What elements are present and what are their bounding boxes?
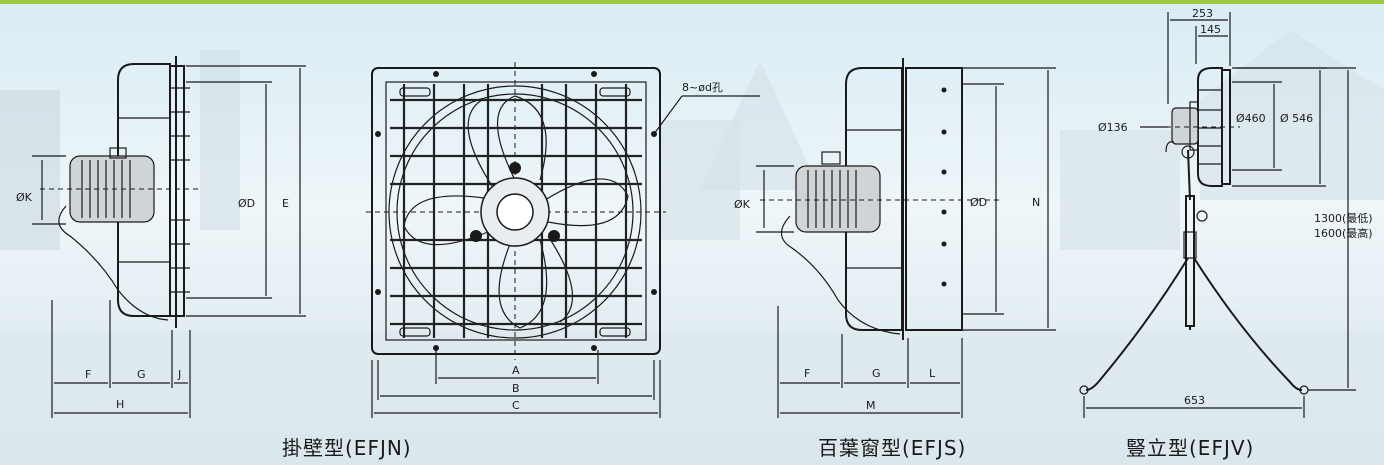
louver-fan-body bbox=[760, 58, 1000, 340]
louver-label-M: M bbox=[866, 399, 876, 412]
wall-label-G: G bbox=[137, 368, 146, 381]
front-label-C: C bbox=[512, 399, 520, 412]
wall-label-J: J bbox=[177, 368, 181, 381]
stand-label-136: Ø136 bbox=[1098, 121, 1128, 134]
front-frame bbox=[366, 62, 666, 360]
wall-fan-body bbox=[40, 56, 200, 328]
stand-label-546: Ø 546 bbox=[1280, 112, 1313, 125]
front-grille bbox=[390, 84, 642, 338]
wall-dimensions bbox=[32, 65, 306, 418]
accent-top-line bbox=[0, 0, 1384, 4]
front-label-B: B bbox=[512, 382, 520, 395]
louver-label-K: ØK bbox=[734, 198, 751, 211]
wall-label-E: E bbox=[282, 197, 289, 210]
stand-fan bbox=[1079, 67, 1309, 395]
stand-label-460: Ø460 bbox=[1236, 112, 1266, 125]
stand-label-653: 653 bbox=[1184, 394, 1205, 407]
wall-label-F: F bbox=[85, 368, 91, 381]
wall-label-K: ØK bbox=[16, 191, 33, 204]
louver-label-L: L bbox=[929, 367, 936, 380]
louver-label-F: F bbox=[804, 367, 810, 380]
caption-louver-type: 百葉窗型(EFJS) bbox=[818, 436, 966, 460]
stand-label-1600: 1600(最高) bbox=[1314, 226, 1373, 240]
front-mount-slots bbox=[375, 71, 657, 351]
front-label-holes: 8~ød孔 bbox=[682, 81, 723, 94]
louver-label-D: ØD bbox=[970, 196, 987, 209]
louver-label-N: N bbox=[1032, 196, 1040, 209]
front-dimensions bbox=[371, 95, 760, 418]
caption-wall-type: 掛壁型(EFJN) bbox=[282, 436, 412, 460]
caption-stand-type: 豎立型(EFJV) bbox=[1126, 436, 1254, 460]
wall-label-D: ØD bbox=[238, 197, 255, 210]
wall-label-H: H bbox=[116, 398, 124, 411]
stand-label-1300: 1300(最低) bbox=[1314, 212, 1373, 225]
front-label-A: A bbox=[512, 364, 520, 377]
stand-label-145: 145 bbox=[1200, 23, 1221, 36]
stand-dimensions bbox=[1083, 12, 1356, 418]
stand-label-253: 253 bbox=[1192, 7, 1213, 20]
louver-label-G: G bbox=[872, 367, 881, 380]
front-hub bbox=[470, 162, 560, 247]
louver-dimensions bbox=[756, 67, 1056, 418]
